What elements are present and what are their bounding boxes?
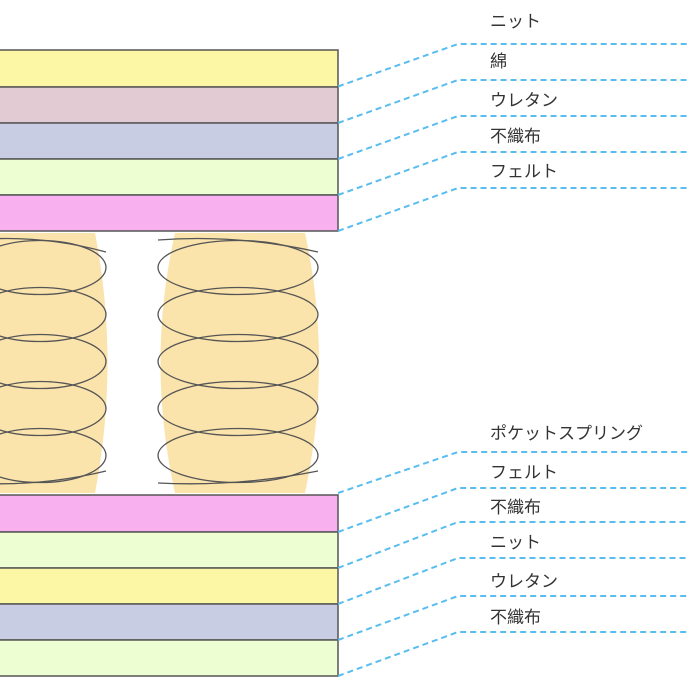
bottom-layer-1: [0, 494, 339, 533]
leader-top-2: [337, 79, 688, 124]
top-layer-1: [0, 49, 339, 88]
label-top-2: 綿: [490, 52, 507, 72]
layer-labels: ニット綿ウレタン不織布フェルトポケットスプリングフェルト不織布ニットウレタン不織…: [490, 12, 643, 628]
leader-bottom-2: [337, 521, 688, 569]
label-top-4: 不織布: [490, 127, 541, 147]
coil-loop: [0, 380, 107, 437]
leader-top-1: [337, 43, 688, 88]
coil-loop: [157, 333, 319, 390]
coil-end: [157, 470, 319, 485]
bottom-layer-5: [0, 639, 339, 677]
label-top-3: ウレタン: [490, 91, 558, 111]
coil-end: [157, 237, 319, 253]
spring-pocket-left: [0, 233, 108, 493]
label-bottom-2: 不織布: [490, 498, 541, 518]
top-layer-2: [0, 86, 339, 124]
coil-end: [0, 470, 107, 485]
pocket-springs: [0, 233, 319, 493]
leader-spring: [337, 451, 688, 494]
leader-lines: [337, 43, 688, 677]
coil-left: [0, 237, 107, 485]
leader-top-3: [337, 115, 688, 160]
leader-top-5: [337, 187, 688, 232]
label-bottom-5: 不織布: [490, 608, 541, 628]
coil-loop: [157, 380, 319, 437]
top-layer-4: [0, 158, 339, 196]
coil-loop: [0, 333, 107, 390]
bottom-layer-4: [0, 603, 339, 641]
top-layer-5: [0, 194, 339, 232]
label-top-5: フェルト: [490, 162, 558, 182]
coil-right: [157, 237, 319, 485]
leader-top-4: [337, 151, 688, 196]
label-bottom-3: ニット: [490, 533, 541, 553]
leader-bottom-3: [337, 557, 688, 605]
coil-end: [0, 237, 107, 253]
label-pocket-spring: ポケットスプリング: [490, 424, 643, 444]
bottom-layer-2: [0, 531, 339, 569]
coil-loop: [157, 286, 319, 343]
spring-pocket-right: [160, 233, 319, 493]
label-top-1: ニット: [490, 12, 541, 32]
bottom-layer-3: [0, 567, 339, 605]
top-layer-3: [0, 122, 339, 160]
leader-bottom-1: [337, 487, 688, 533]
leader-bottom-5: [337, 631, 688, 677]
label-bottom-4: ウレタン: [490, 572, 558, 592]
mattress-layers: [0, 49, 339, 677]
coil-loop: [0, 286, 107, 343]
label-bottom-1: フェルト: [490, 463, 558, 483]
leader-bottom-4: [337, 595, 688, 641]
